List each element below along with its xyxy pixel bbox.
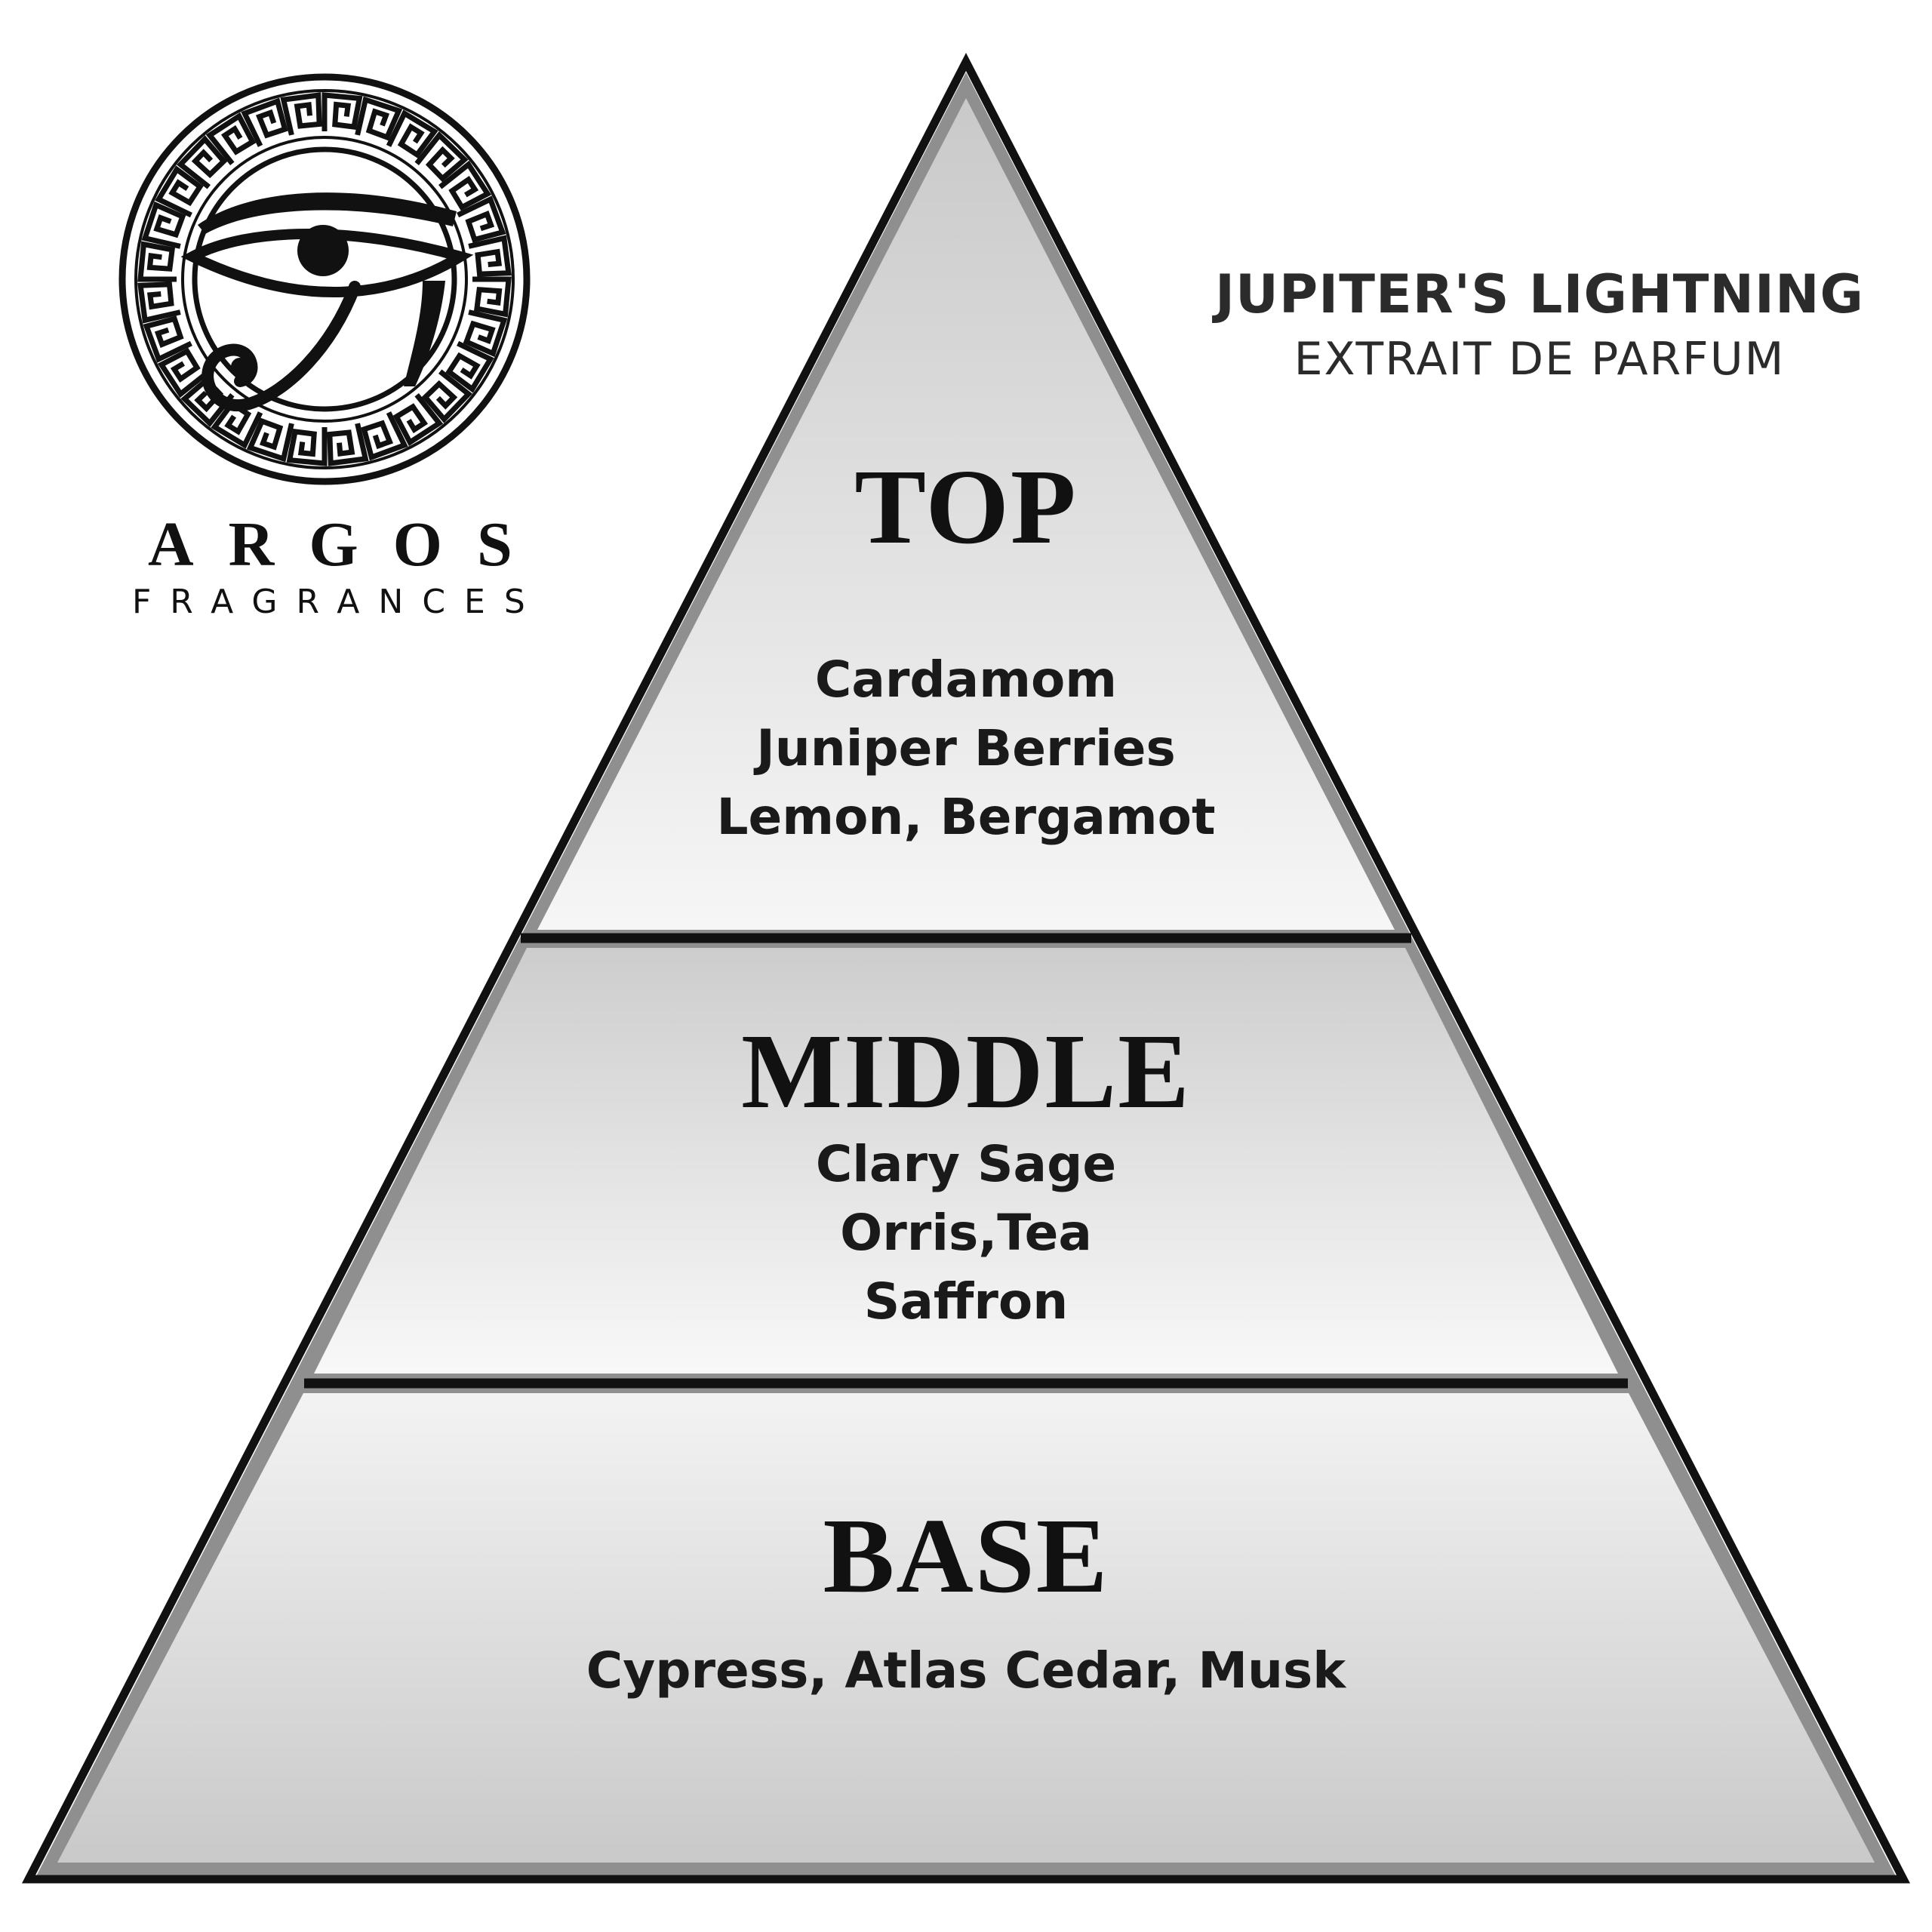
pyramid-outline [21,53,1911,1884]
greek-key-segment [143,315,192,363]
greek-key-segment [137,281,181,324]
base-note: Cypress, Atlas Cedar, Musk [586,1641,1346,1700]
greek-key-segment [280,92,322,136]
top-notes-list: Cardamom Juniper Berries Lemon, Bergamot [0,645,1932,851]
brand-subtitle: FRAGRANCES [132,583,544,621]
top-note: Juniper Berries [756,719,1176,777]
eye-of-horus-in-greek-key-ring-icon [118,73,531,485]
greek-key-segment [355,96,403,141]
greek-key-segment [421,369,472,423]
greek-key-segment [246,417,294,463]
middle-notes-list: Clary Sage Orris,Tea Saffron [0,1130,1932,1336]
greek-key-segment [286,427,328,466]
greek-key-segment [438,160,492,211]
greek-key-segment [361,411,408,461]
middle-tier [314,948,1618,1374]
top-note: Lemon, Bergamot [716,788,1216,846]
greek-key-segment [327,423,369,466]
middle-tier-title: MIDDLE [741,1011,1191,1131]
greek-key-segment [414,131,469,183]
base-notes-list: Cypress, Atlas Cedar, Musk [0,1636,1932,1705]
greek-key-segment [137,241,177,282]
top-tier [537,98,1395,930]
greek-key-segment [141,201,186,249]
base-tier-title: BASE [823,1496,1109,1615]
middle-note: Saffron [863,1272,1069,1331]
middle-note: Orris,Tea [840,1204,1092,1262]
greek-key-segment [155,165,204,218]
greek-key-segment [205,112,257,165]
brand-name: ARGOS [148,509,547,580]
greek-key-segment [321,92,363,131]
greek-key-segment [392,393,444,447]
product-type: EXTRAIT DE PARFUM [1294,333,1786,386]
greek-key-segment [241,97,288,147]
middle-note: Clary Sage [815,1135,1117,1193]
greek-key-segment [457,195,506,243]
base-tier [57,1393,1875,1863]
greek-key-segment [386,109,438,158]
greek-key-segment [177,135,228,189]
greek-key-segment [463,309,508,358]
greek-key-segment [445,340,494,393]
greek-key-segment [157,347,211,398]
greek-key-segment [472,276,512,318]
top-tier-title: TOP [854,447,1078,566]
top-note: Cardamom [814,651,1118,709]
greek-key-segment [468,235,512,277]
product-name: JUPITER'S LIGHTNING [1214,263,1865,325]
